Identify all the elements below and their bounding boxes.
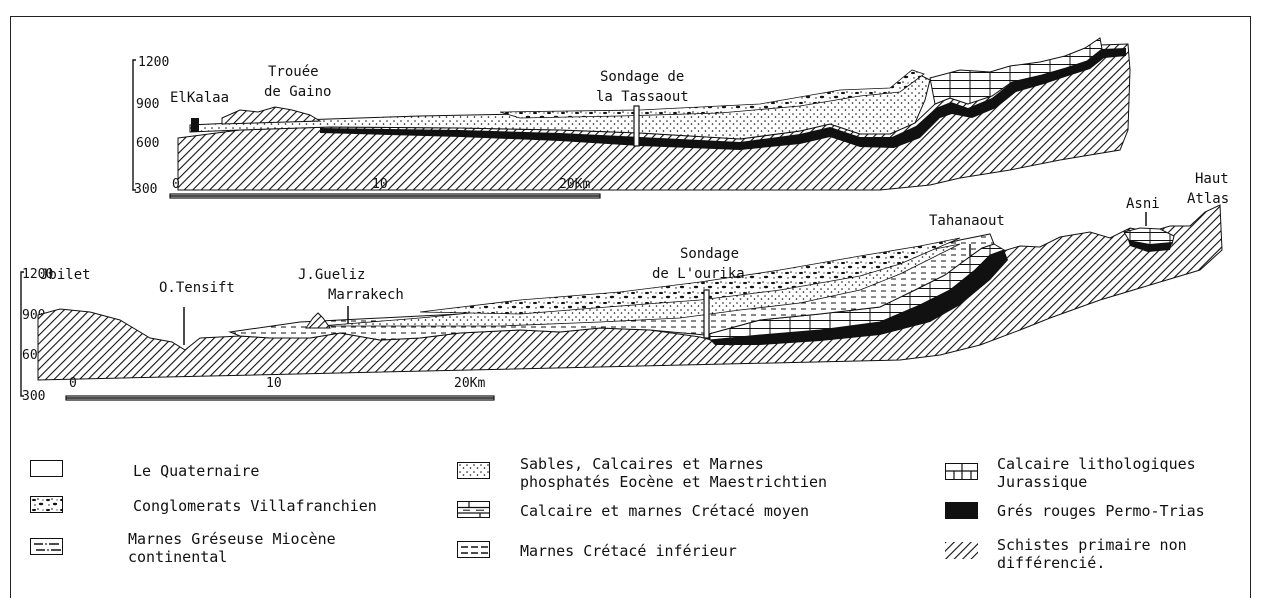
s1-elkalaa-marker: [191, 118, 199, 132]
s2-distance-scale: [66, 396, 494, 400]
legend-text-gres-rouges: Grés rouges Permo-Trias: [997, 502, 1205, 520]
s1-label-elkalaa: ElKalaa: [170, 90, 229, 106]
s2-dist-20: 20Km: [454, 376, 485, 391]
s2-label-marrakech: Marrakech: [328, 287, 404, 303]
s1-elev-300: 300: [134, 182, 157, 197]
s2-elev-300: 300: [22, 389, 45, 404]
s1-label-trouee-2: de Gaino: [264, 84, 331, 100]
legend-text-sables: Sables, Calcaires et Marnes phosphatés E…: [520, 455, 827, 491]
s1-elev-1200: 1200: [138, 55, 169, 70]
section1-elevation-axis: [133, 60, 136, 190]
s1-elev-600: 600: [136, 136, 159, 151]
legend-text-conglomerats: Conglomerats Villafranchien: [133, 497, 377, 515]
s1-label-sondage-1: Sondage de: [600, 69, 684, 85]
legend-symbol-sables: [457, 462, 490, 479]
s2-label-atlas: Atlas: [1187, 191, 1229, 207]
s2-label-sondage-1: Sondage: [680, 246, 739, 262]
s1-elev-900: 900: [136, 97, 159, 112]
s2-label-haut: Haut: [1195, 171, 1229, 187]
s2-label-tahanaout: Tahanaout: [929, 213, 1005, 229]
section2-elevation-axis: [21, 272, 24, 396]
s2-label-sondage-2: de L'ourika: [652, 266, 745, 282]
legend-symbol-marnes-cretace: [457, 541, 490, 558]
s2-label-asni: Asni: [1126, 196, 1160, 212]
legend-text-marnes-greseuse: Marnes Gréseuse Miocène continental: [128, 530, 336, 566]
legend-symbol-schistes: [945, 542, 978, 559]
s2-label-tensift: O.Tensift: [159, 280, 235, 296]
s1-dist-20: 20Km: [559, 177, 590, 192]
s2-label-gueliz: J.Gueliz: [298, 267, 365, 283]
s2-dist-0: 0: [69, 376, 77, 391]
s2-dist-10: 10: [266, 376, 282, 391]
legend-text-quaternaire: Le Quaternaire: [133, 462, 259, 480]
s1-distance-scale: [170, 194, 600, 198]
legend-text-marnes-cretace: Marnes Crétacé inférieur: [520, 542, 737, 560]
legend-text-calcaire-marnes: Calcaire et marnes Crétacé moyen: [520, 502, 809, 520]
section1: 1200 900 600 300 ElKalaa Trouée de Gaino…: [133, 38, 1130, 198]
s1-label-sondage-2: la Tassaout: [596, 89, 689, 105]
s1-label-trouee-1: Trouée: [268, 64, 319, 80]
legend-symbol-quaternaire: [30, 460, 63, 477]
s2-label-jbilet: Jbilet: [40, 267, 91, 283]
s1-dist-0: 0: [172, 177, 180, 192]
legend-symbol-calcaire-jurassique: [945, 463, 978, 480]
section2: 1200 900 600 300 Jbilet O.Tensift J.Guel…: [21, 171, 1229, 404]
s1-gaino-hill: [222, 107, 320, 124]
legend-symbol-gres-rouges: [945, 502, 978, 519]
s1-borehole: [634, 106, 639, 146]
legend-text-schistes: Schistes primaire non différencié.: [997, 536, 1187, 572]
legend-text-calcaire-jurassique: Calcaire lithologiques Jurassique: [997, 455, 1196, 491]
s1-dist-10: 10: [372, 177, 388, 192]
legend-symbol-marnes-greseuse: [30, 538, 63, 555]
s2-borehole: [704, 290, 709, 338]
cross-sections: 1200 900 600 300 ElKalaa Trouée de Gaino…: [0, 0, 1262, 440]
legend-symbol-conglomerats: [30, 496, 63, 513]
legend-symbol-calcaire-marnes: [457, 501, 490, 518]
